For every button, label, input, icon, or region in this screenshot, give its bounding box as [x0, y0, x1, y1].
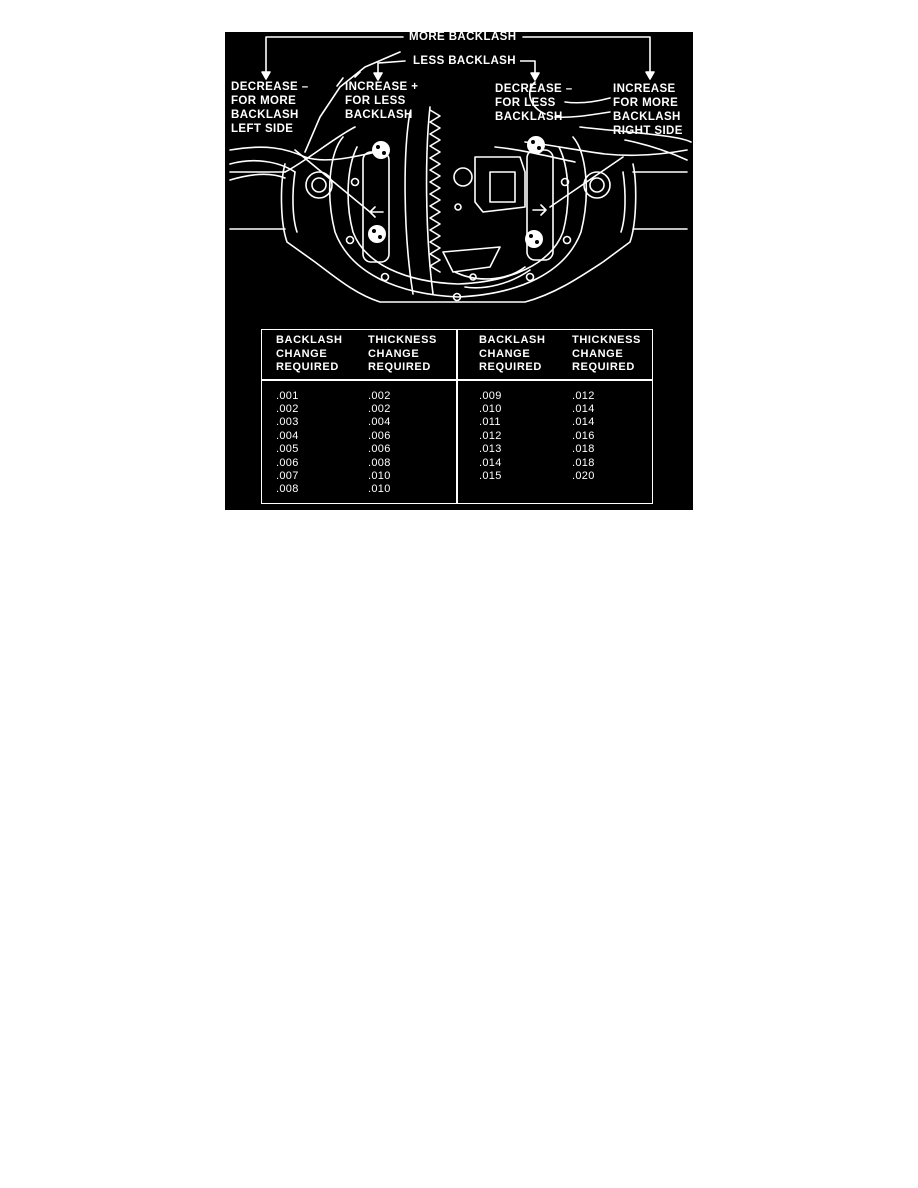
differential-housing-illustration [229, 36, 692, 303]
column-header: BACKLASH CHANGE REQUIRED [276, 334, 343, 373]
left-thickness-column: THICKNESS CHANGE REQUIRED .002 .002 .004… [368, 330, 437, 497]
left-backlash-column: BACKLASH CHANGE REQUIRED .001 .002 .003 … [276, 330, 343, 497]
table-cell: .016 [572, 429, 595, 442]
column-header: BACKLASH CHANGE REQUIRED [479, 334, 546, 373]
right-lower-adjuster-bolt [525, 230, 543, 248]
table-cell: .007 [276, 469, 299, 482]
table-cell: .001 [276, 389, 299, 402]
right-upper-adjuster-bolt [527, 136, 545, 154]
table-cell: .006 [276, 456, 299, 469]
table-center-divider [456, 330, 458, 503]
table-cell: .012 [479, 429, 502, 442]
table-cell: .004 [276, 429, 299, 442]
table-cell: .012 [572, 389, 595, 402]
table-cell: .003 [276, 416, 299, 429]
table-cell: .014 [572, 402, 595, 415]
left-lower-adjuster-bolt [368, 225, 386, 243]
table-cell: .020 [572, 469, 595, 482]
right-side-increase-label: INCREASE FOR MORE BACKLASH RIGHT SIDE [613, 83, 683, 137]
table-cell: .008 [276, 483, 299, 496]
table-cell: .009 [479, 389, 502, 402]
more-backlash-label: MORE BACKLASH [405, 32, 521, 44]
table-cell: .011 [479, 416, 501, 429]
table-cell: .008 [368, 456, 391, 469]
left-side-decrease-label: DECREASE – FOR MORE BACKLASH LEFT SIDE [231, 81, 309, 135]
table-cell: .005 [276, 443, 299, 456]
table-cell: .006 [368, 443, 391, 456]
table-header-divider [262, 379, 652, 381]
table-cell: .002 [368, 389, 391, 402]
table-cell: .002 [368, 402, 391, 415]
table-cell: .013 [479, 443, 502, 456]
table-cell: .010 [479, 402, 502, 415]
less-backlash-label: LESS BACKLASH [409, 54, 520, 68]
table-cell: .018 [572, 456, 595, 469]
table-cell: .004 [368, 416, 391, 429]
left-upper-adjuster-bolt [372, 141, 390, 159]
table-cell: .010 [368, 469, 391, 482]
table-cell: .010 [368, 483, 391, 496]
more-backlash-left-arrow-line [265, 36, 404, 79]
column-header: THICKNESS CHANGE REQUIRED [368, 334, 437, 373]
differential-backlash-figure: MORE BACKLASH LESS BACKLASH DECREASE – F… [225, 32, 693, 510]
table-cell: .006 [368, 429, 391, 442]
right-side-decrease-label: DECREASE – FOR LESS BACKLASH [495, 83, 573, 123]
column-header: THICKNESS CHANGE REQUIRED [572, 334, 641, 373]
table-cell: .014 [479, 456, 502, 469]
table-cell: .002 [276, 402, 299, 415]
backlash-thickness-table: BACKLASH CHANGE REQUIRED .001 .002 .003 … [261, 329, 653, 504]
table-cell: .015 [479, 469, 502, 482]
table-cell: .018 [572, 443, 595, 456]
table-cell: .014 [572, 416, 595, 429]
right-thickness-column: THICKNESS CHANGE REQUIRED .012 .014 .014… [572, 330, 641, 483]
left-side-increase-label: INCREASE + FOR LESS BACKLASH [345, 81, 419, 121]
right-backlash-column: BACKLASH CHANGE REQUIRED .009 .010 .011 … [479, 330, 546, 483]
